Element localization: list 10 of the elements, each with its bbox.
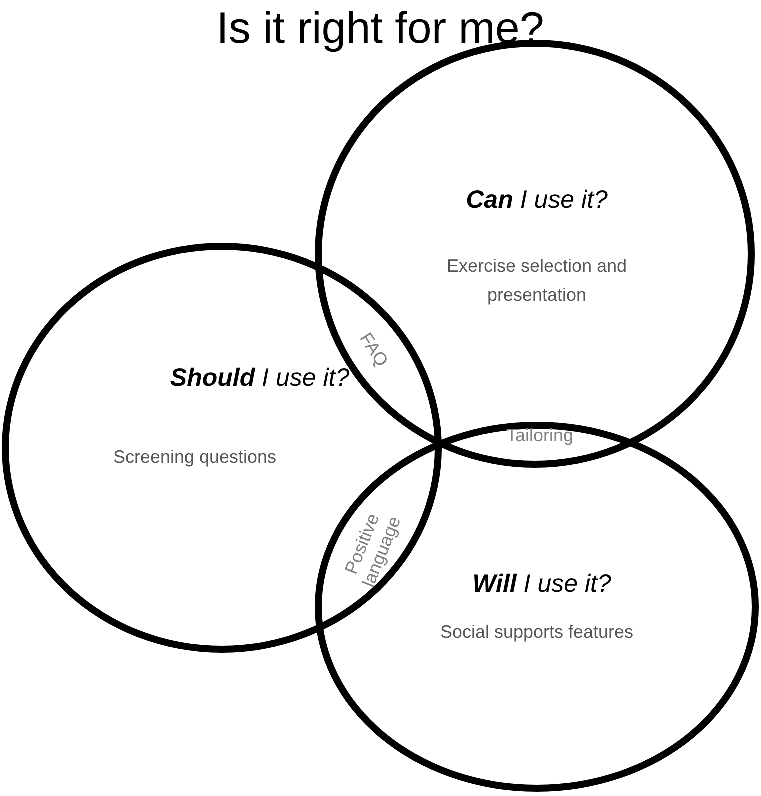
circle-description: Social supports features [439,621,635,644]
circle-heading: Can I use it? [466,186,608,215]
circle-description: Exercise selection and presentation [446,255,628,307]
circle-description: Screening questions [112,446,278,469]
overlap-label: Tailoring [505,426,575,446]
circle-heading: Should I use it? [170,364,350,393]
venn-circle [315,422,759,792]
circle-heading: Will I use it? [472,570,612,599]
title: Is it right for me? [216,4,546,54]
venn-circle [2,243,442,653]
